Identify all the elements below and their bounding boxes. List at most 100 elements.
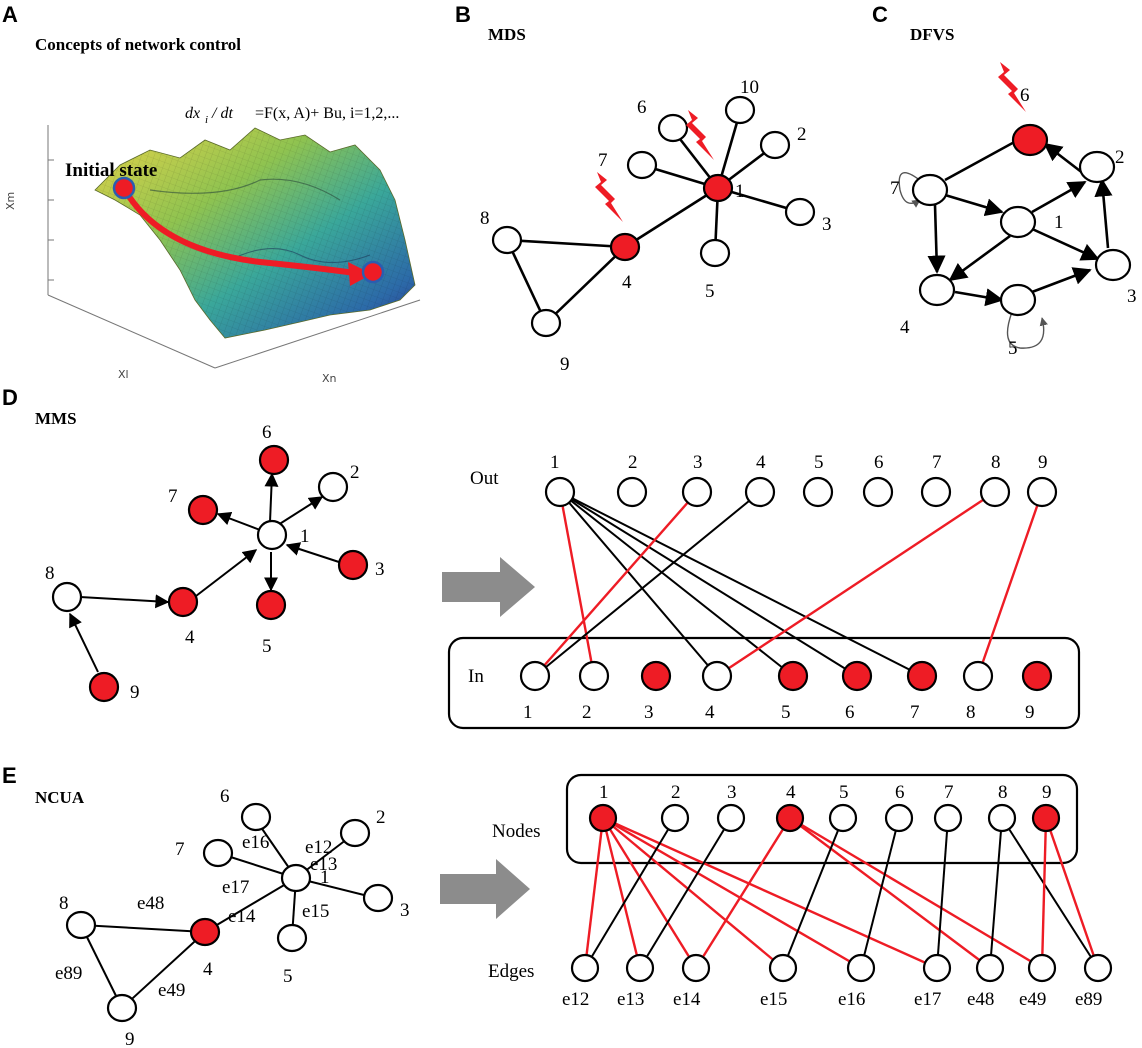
- ncua-incidence-6-e16: [860, 817, 900, 969]
- mms-matching-edge-9-8: [976, 491, 1044, 677]
- mms-node-6: [258, 444, 290, 476]
- dfvs-node-4: [918, 273, 956, 307]
- ncua-bipartite-edges: [583, 816, 1100, 970]
- mms-matching-edge-8-4: [716, 490, 996, 678]
- ncua-incidence-2-e12: [584, 817, 676, 969]
- trajectory: [112, 176, 385, 286]
- mds-nodes: [491, 95, 816, 338]
- mds-label-5: 5: [705, 281, 715, 302]
- mms-out-node-7: [920, 476, 952, 508]
- ncua-incidence-4-e49: [789, 816, 1043, 970]
- dfvs-nodes: [911, 123, 1132, 317]
- mms-in-node-6: [841, 660, 873, 692]
- ncua-row-node-6: [884, 803, 914, 833]
- mms-matching-edge-3-1: [534, 491, 698, 677]
- mds-node-1: [702, 173, 734, 203]
- dfvs-node-3: [1094, 248, 1132, 282]
- mms-in-node-4: [701, 660, 733, 692]
- ncua-edges-row-label: Edges: [488, 961, 534, 982]
- dfvs-label-2: 2: [1115, 147, 1125, 168]
- mms-label-2: 2: [350, 462, 360, 483]
- ncua-edge-label-e12: e12: [305, 837, 332, 858]
- mds-label-7: 7: [598, 150, 608, 171]
- ncua-row-edge-label-e15: e15: [760, 989, 787, 1010]
- axis-xm-label: Xm: [4, 192, 17, 210]
- equation-sub: i: [205, 114, 208, 126]
- ncua-row-node-2: [660, 803, 690, 833]
- ncua-node-3: [362, 883, 394, 913]
- panel-e-letter: E: [2, 763, 17, 788]
- ncua-row-node-label-8: 8: [998, 782, 1008, 803]
- ncua-row-edge-e15: [768, 953, 798, 983]
- panel-d-letter: D: [2, 385, 18, 410]
- ncua-row-edge-label-e89: e89: [1075, 989, 1102, 1010]
- dfvs-node-6: [1011, 123, 1049, 157]
- ncua-row-node-label-9: 9: [1042, 782, 1052, 803]
- ncua-label-9: 9: [125, 1029, 135, 1048]
- ncua-row-edge-label-e48: e48: [967, 989, 994, 1010]
- dfvs-label-5: 5: [1008, 338, 1018, 359]
- ncua-incidence-7-e17: [936, 817, 949, 969]
- mms-in-node-1: [519, 660, 551, 692]
- panel-d: D MMS 1 2 3 4 5: [2, 385, 1081, 730]
- ncua-incidence-1-e12: [583, 817, 605, 969]
- equation-rhs: =F(x, A)+ Bu, i=1,2,...: [255, 105, 399, 122]
- mms-in-node-7: [906, 660, 938, 692]
- ncua-nodes-row-label: Nodes: [492, 821, 541, 842]
- ncua-node-6: [240, 802, 272, 832]
- mds-node-8: [491, 225, 523, 255]
- mms-out-row-label: Out: [470, 468, 499, 489]
- ncua-node-7: [202, 838, 234, 868]
- dfvs-node-5: [999, 283, 1037, 317]
- mms-label-6: 6: [262, 422, 272, 443]
- mms-out-label-5: 5: [814, 452, 824, 473]
- ncua-row-edge-e14: [681, 953, 711, 983]
- mms-matching-edge-4-1: [534, 491, 761, 677]
- ncua-edge-label-e15: e15: [302, 901, 329, 922]
- panel-c-letter: C: [872, 2, 888, 27]
- axis-xl-label: Xl: [118, 368, 129, 381]
- mms-node-3: [337, 549, 369, 581]
- ncua-label-2: 2: [376, 807, 386, 828]
- mds-node-9: [530, 308, 562, 338]
- axis-xn-label: Xn: [322, 372, 337, 385]
- ncua-transform-arrow: [440, 859, 530, 919]
- mms-in-node-8: [962, 660, 994, 692]
- plot-axes: Xm Xl Xn: [4, 125, 421, 385]
- mms-in-label-8: 8: [966, 702, 976, 723]
- mms-bipartite-edges: [534, 490, 1044, 678]
- mds-label-3: 3: [822, 214, 832, 235]
- mms-matching-edge-1-6: [559, 491, 858, 677]
- mms-label-7: 7: [168, 486, 178, 507]
- ncua-incidence-1-e13: [601, 817, 642, 969]
- equation-lhs: dx: [185, 105, 200, 122]
- dfvs-label-6: 6: [1020, 85, 1030, 106]
- ncua-row-edge-label-e16: e16: [838, 989, 865, 1010]
- mms-in-label-1: 1: [523, 702, 533, 723]
- mms-label-3: 3: [375, 559, 385, 580]
- ncua-row-node-5: [828, 803, 858, 833]
- mms-in-node-5: [777, 660, 809, 692]
- ncua-label-7: 7: [175, 839, 185, 860]
- mms-in-label-3: 3: [644, 702, 654, 723]
- mms-out-label-4: 4: [756, 452, 766, 473]
- mms-transform-arrow: [442, 557, 535, 617]
- mms-out-label-7: 7: [932, 452, 942, 473]
- ncua-graph-labels: 1 4 5 6 7 8 9 3 2 e16 e12 e13 e17 e14 e1…: [55, 786, 410, 1048]
- mds-label-8: 8: [480, 208, 490, 229]
- dfvs-label-1: 1: [1054, 212, 1064, 233]
- mms-node-4: [167, 586, 199, 618]
- mms-in-label-4: 4: [705, 702, 715, 723]
- ncua-incidence-8-e48: [989, 817, 1003, 969]
- mms-out-label-1: 1: [550, 452, 560, 473]
- dfvs-label-4: 4: [900, 317, 910, 338]
- mms-in-row-label: In: [468, 666, 484, 687]
- mms-graph-edges: [69, 472, 343, 673]
- ncua-incidence-9-e49: [1040, 817, 1048, 969]
- mms-label-9: 9: [130, 682, 140, 703]
- ncua-label-8: 8: [59, 893, 69, 914]
- mms-out-node-2: [616, 476, 648, 508]
